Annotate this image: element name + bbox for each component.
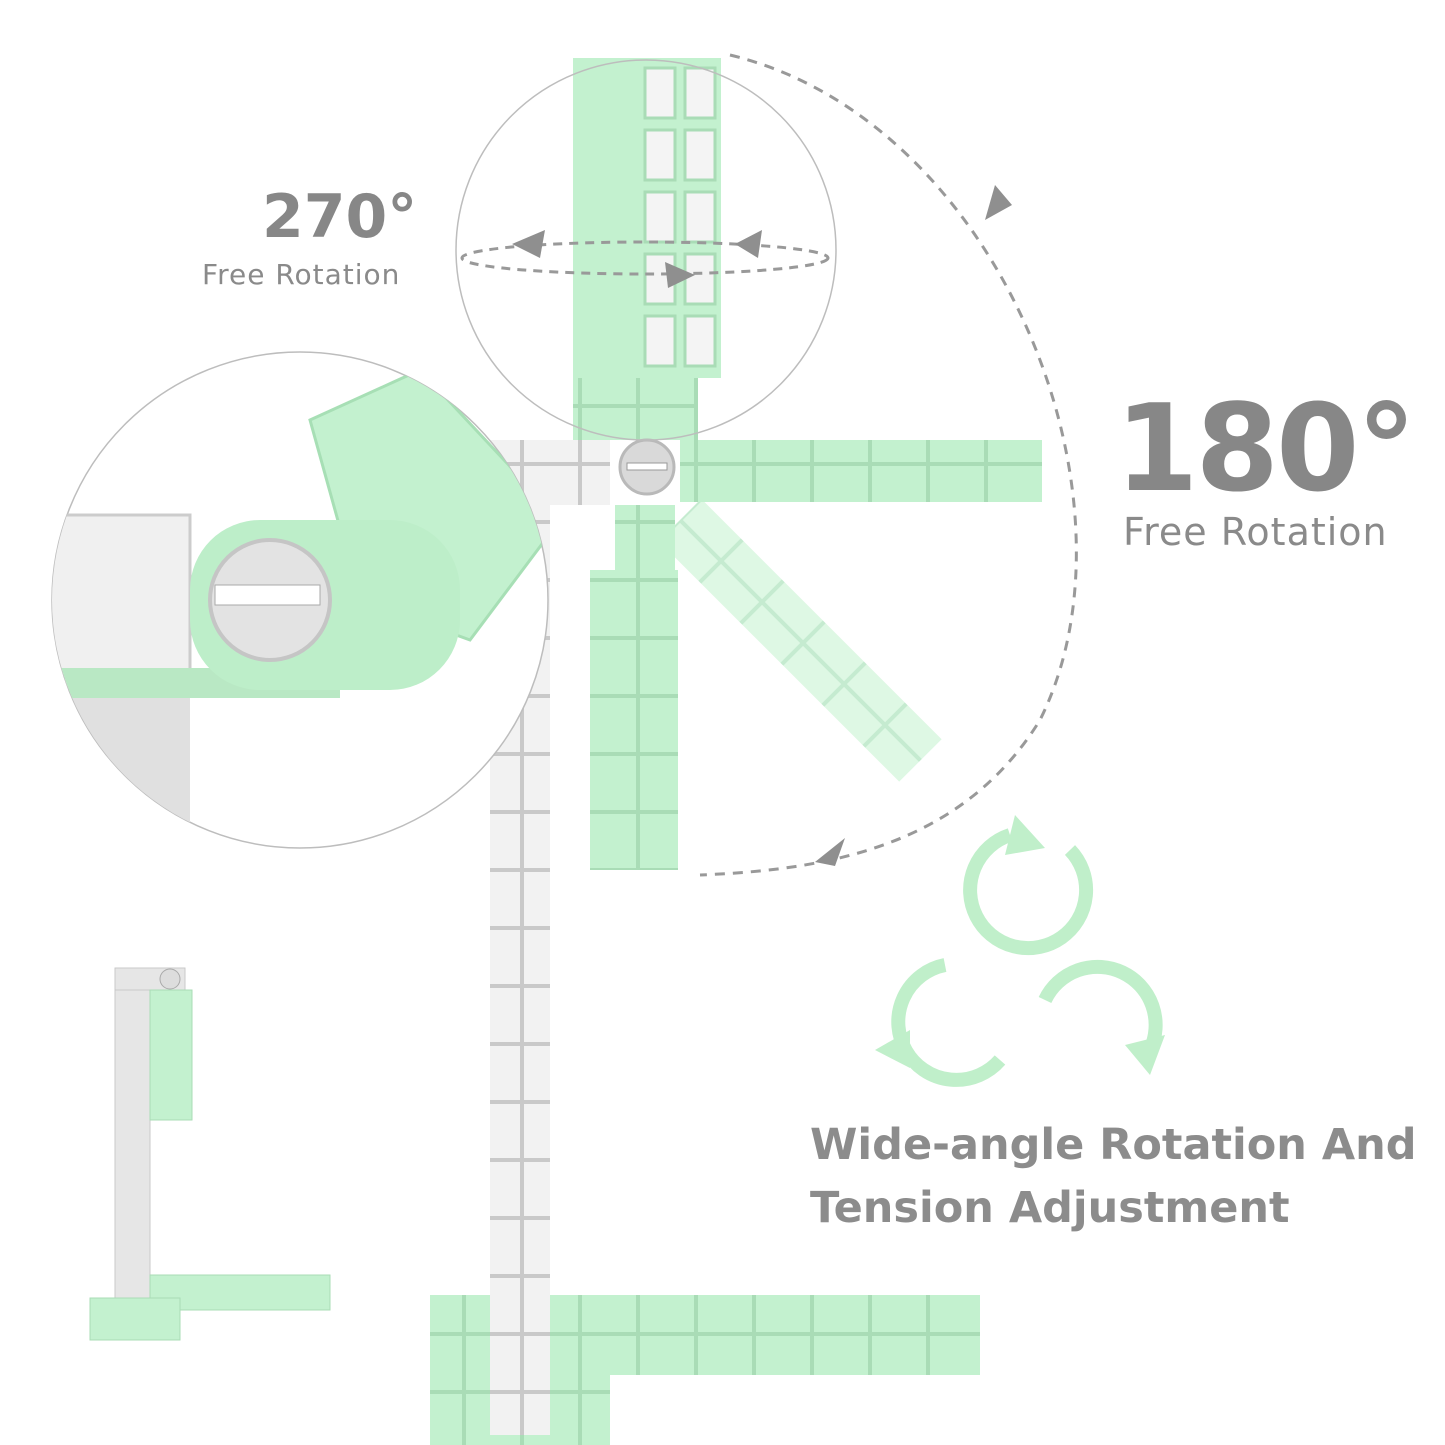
arm-faded-position [658,498,942,782]
arm-hanging [590,570,678,870]
arm-horizontal [680,440,1042,502]
rotation-joint [618,438,676,496]
zoom-circle-joint-detail [51,351,549,849]
thumbnail-stand [89,967,331,1341]
zoom-circle-top [455,59,837,441]
rotation-270-caption: Free Rotation [202,258,401,291]
rotation-180-caption: Free Rotation [1123,510,1388,554]
rotation-270-value: 270° [262,182,418,252]
rotation-cycle-icon [891,828,1163,1087]
arm-vertical-top [573,58,721,440]
rotate-arrow-icon [460,240,830,276]
rotation-180-value: 180° [1115,380,1416,519]
feature-caption-line1: Wide-angle Rotation And [810,1120,1417,1170]
rotate-arc-180-icon [699,53,1078,877]
arrow-head-icons [512,230,762,288]
feature-caption-line2: Tension Adjustment [810,1183,1290,1233]
